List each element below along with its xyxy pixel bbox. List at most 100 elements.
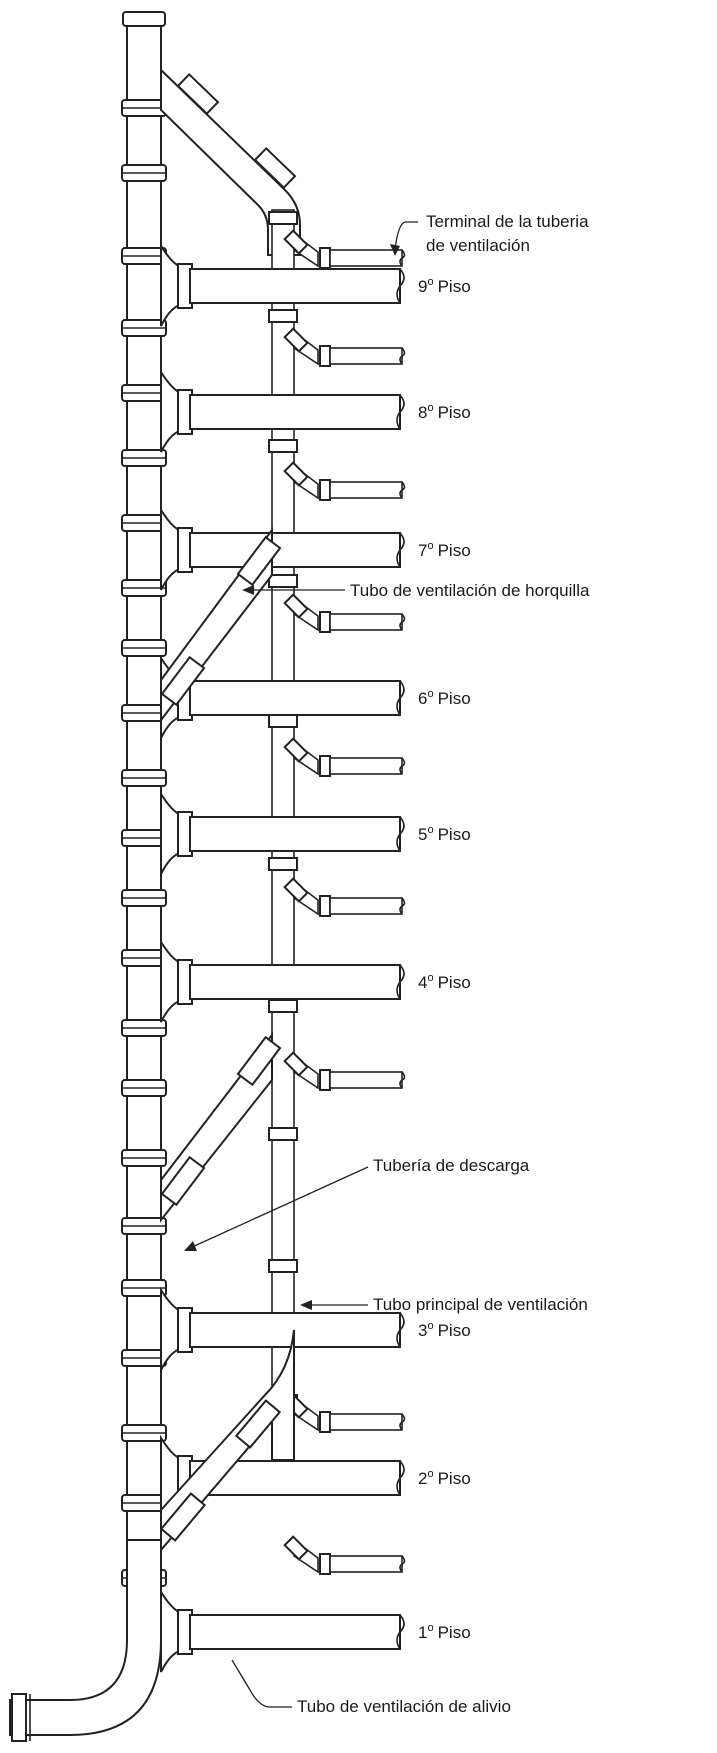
floor-ordinal: o bbox=[427, 1468, 433, 1480]
vent-branch-pipe bbox=[329, 249, 403, 267]
floor-number: 9 bbox=[418, 277, 427, 296]
yoke-upper-hub-1 bbox=[160, 655, 206, 707]
vent-branch-hub bbox=[283, 877, 309, 903]
vent-branch bbox=[283, 1535, 406, 1575]
yoke-upper-hub-2 bbox=[236, 535, 282, 587]
stack-arrow bbox=[184, 1241, 197, 1251]
floor-number: 1 bbox=[418, 1623, 427, 1642]
floor-branch bbox=[160, 1588, 405, 1673]
top-connector-pipe bbox=[160, 67, 301, 256]
stack-label: Tubería de descarga bbox=[373, 1156, 530, 1175]
vent-branch-hub bbox=[319, 755, 331, 777]
floor-branch bbox=[160, 368, 405, 453]
vent-branch-hub bbox=[319, 247, 331, 269]
vent-branch bbox=[283, 1393, 406, 1433]
floor-ordinal: o bbox=[427, 1622, 433, 1634]
terminal-arrow bbox=[390, 244, 400, 256]
floor-word: Piso bbox=[438, 1469, 471, 1488]
vent-hub bbox=[268, 999, 298, 1013]
vent-branch-pipe bbox=[329, 897, 403, 915]
vent-hub bbox=[268, 309, 298, 323]
top-connector-hub-2 bbox=[253, 146, 297, 190]
vent-branch-end bbox=[399, 249, 406, 267]
vent-branch-hub bbox=[283, 229, 309, 255]
floor-ordinal: o bbox=[427, 972, 433, 984]
floor-branch bbox=[160, 938, 405, 1023]
floor-ordinal: o bbox=[427, 540, 433, 552]
yoke-arrow bbox=[242, 585, 254, 595]
vent-hub bbox=[268, 857, 298, 871]
yoke-vent-lower bbox=[160, 1032, 282, 1223]
vent-branch-end bbox=[399, 613, 406, 631]
main-vent-arrow bbox=[300, 1300, 312, 1310]
floor-number: 2 bbox=[418, 1469, 427, 1488]
floor-branch-end bbox=[396, 1460, 405, 1496]
floor-branch-pipe bbox=[189, 268, 401, 304]
yoke-lower-hub-2 bbox=[236, 1035, 282, 1087]
floor-number: 7 bbox=[418, 541, 427, 560]
vent-hub bbox=[268, 211, 298, 225]
leader-lines bbox=[184, 221, 418, 1708]
vent-branch-hub bbox=[319, 1411, 331, 1433]
vent-branch-pipe bbox=[329, 757, 403, 775]
floor-branch-end bbox=[396, 532, 405, 568]
vent-branch bbox=[283, 593, 406, 633]
relief-vent bbox=[159, 1329, 295, 1553]
floor-branch-end bbox=[396, 394, 405, 430]
floor-label: 5o Piso bbox=[418, 824, 471, 844]
vent-branch bbox=[283, 877, 406, 917]
vent-hub bbox=[268, 1259, 298, 1273]
floor-branch-pipe bbox=[189, 532, 401, 568]
relief-hub-1 bbox=[159, 1492, 207, 1542]
vent-branch-pipe bbox=[329, 1555, 403, 1573]
vent-stack-hubs bbox=[268, 211, 298, 1408]
floor-word: Piso bbox=[438, 973, 471, 992]
floor-number: 6 bbox=[418, 689, 427, 708]
terminal-label-line1: Terminal de la tuberia bbox=[426, 212, 589, 231]
floor-branch-end bbox=[396, 268, 405, 304]
callout-labels: Terminal de la tuberia de ventilación Tu… bbox=[297, 212, 590, 1716]
floor-ordinal: o bbox=[427, 1320, 433, 1332]
floor-number: 8 bbox=[418, 403, 427, 422]
floor-branch bbox=[160, 242, 405, 327]
relief-vent-label: Tubo de ventilación de alivio bbox=[297, 1697, 511, 1716]
yoke-lower-hub-1 bbox=[160, 1155, 206, 1207]
floor-word: Piso bbox=[438, 825, 471, 844]
floor-word: Piso bbox=[438, 1623, 471, 1642]
vent-branch-hub bbox=[319, 1069, 331, 1091]
floor-ordinal: o bbox=[427, 276, 433, 288]
floor-label: 1o Piso bbox=[418, 1622, 471, 1642]
floor-ordinal: o bbox=[427, 824, 433, 836]
floor-branches bbox=[160, 242, 405, 1673]
floor-branch-pipe bbox=[189, 816, 401, 852]
main-vent-label: Tubo principal de ventilación bbox=[373, 1295, 588, 1314]
vent-branch-end bbox=[399, 1071, 406, 1089]
vent-branch bbox=[283, 737, 406, 777]
floor-branch-pipe bbox=[189, 964, 401, 1000]
floor-word: Piso bbox=[438, 1321, 471, 1340]
yoke-vent-upper bbox=[160, 526, 282, 723]
vent-branch bbox=[283, 229, 406, 269]
floor-branch-pipe bbox=[189, 1614, 401, 1650]
vent-branch-pipe bbox=[329, 481, 403, 499]
floor-label: 2o Piso bbox=[418, 1468, 471, 1488]
vent-branch-hub bbox=[283, 461, 309, 487]
floor-branch-end bbox=[396, 680, 405, 716]
vent-branch-hub bbox=[319, 345, 331, 367]
top-vent-connection bbox=[160, 67, 301, 256]
relief-hub-2 bbox=[234, 1399, 282, 1449]
vent-branch-end bbox=[399, 757, 406, 775]
vent-branch-hub bbox=[319, 479, 331, 501]
relief-leader bbox=[231, 1659, 292, 1708]
vent-branch-end bbox=[399, 1413, 406, 1431]
vent-branch-end bbox=[399, 481, 406, 499]
vent-branch-end bbox=[399, 1555, 406, 1573]
floor-number: 5 bbox=[418, 825, 427, 844]
